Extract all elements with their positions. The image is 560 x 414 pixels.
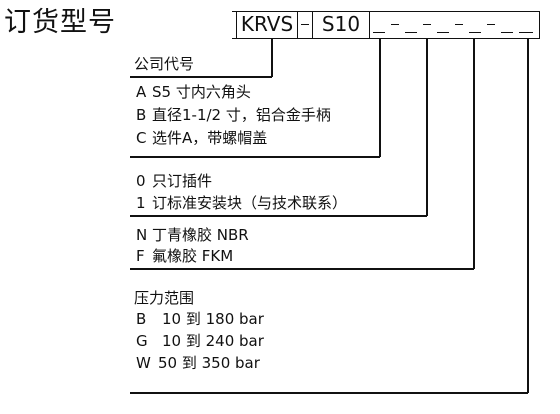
divider — [130, 215, 427, 217]
section-heading-pressure: 压力范围 — [134, 289, 195, 307]
section-heading-company: 公司代号 — [134, 55, 195, 73]
code-outline — [232, 11, 540, 39]
page-title: 订货型号 — [4, 7, 116, 38]
divider — [130, 76, 272, 78]
connector — [527, 39, 529, 393]
divider — [130, 156, 380, 158]
divider — [130, 268, 474, 270]
connector — [379, 39, 381, 157]
connector — [271, 39, 273, 77]
connector — [473, 39, 475, 269]
connector — [426, 39, 428, 216]
divider — [130, 392, 528, 394]
